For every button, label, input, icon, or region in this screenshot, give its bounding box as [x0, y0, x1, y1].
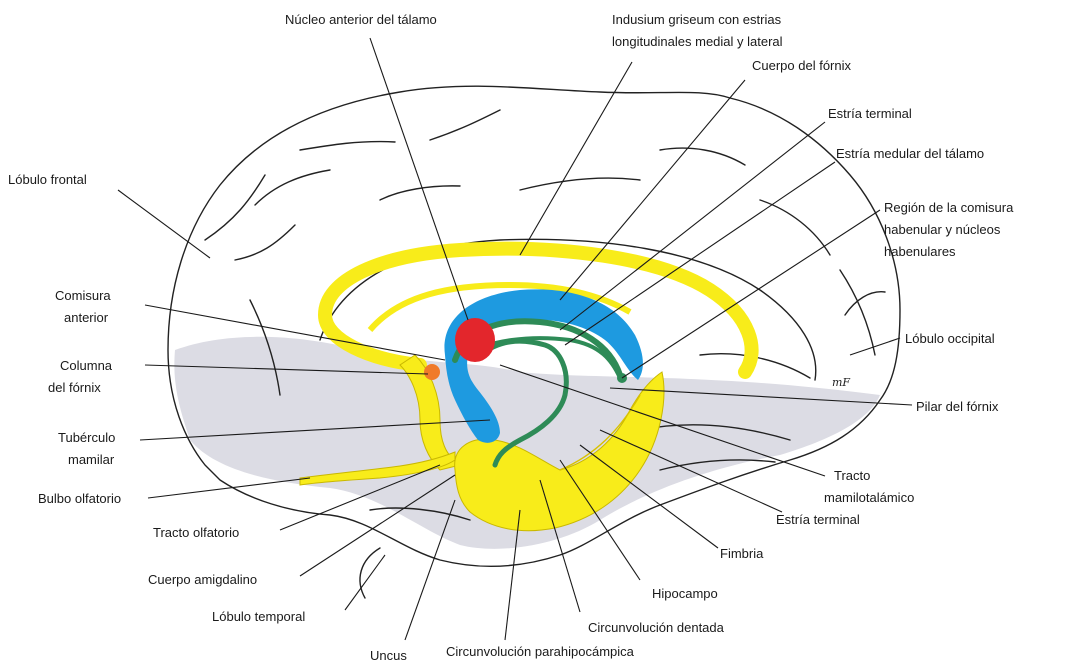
label-estria-terminal-bottom: Estría terminal	[776, 512, 860, 527]
label-bulbo-olfatorio: Bulbo olfatorio	[38, 491, 121, 506]
label-fimbria: Fimbria	[720, 546, 764, 561]
label-circ-parahipocampica: Circunvolución parahipocámpica	[446, 644, 635, 659]
anterior-thalamic-nucleus	[455, 318, 495, 362]
label-region-habenular-line1: Región de la comisura	[884, 200, 1014, 215]
label-region-habenular-line3: habenulares	[884, 244, 956, 259]
label-uncus: Uncus	[370, 648, 407, 663]
label-comisura-line1: Comisura	[55, 288, 111, 303]
label-tracto-mamilo-line2: mamilotalámico	[824, 490, 914, 505]
label-tracto-olfatorio: Tracto olfatorio	[153, 525, 239, 540]
label-circ-dentada: Circunvolución dentada	[588, 620, 725, 635]
artist-signature: mF	[832, 376, 850, 389]
label-estria-medular: Estría medular del tálamo	[836, 146, 984, 161]
label-lobulo-temporal: Lóbulo temporal	[212, 609, 305, 624]
label-indusium-line2: longitudinales medial y lateral	[612, 34, 783, 49]
label-columna-line1: Columna	[60, 358, 113, 373]
label-pilar-fornix: Pilar del fórnix	[916, 399, 999, 414]
label-indusium-line1: Indusium griseum con estrias	[612, 12, 782, 27]
label-estria-terminal-top: Estría terminal	[828, 106, 912, 121]
label-tracto-mamilo-line1: Tracto	[834, 468, 870, 483]
label-tuberculo-line2: mamilar	[68, 452, 115, 467]
label-columna-line2: del fórnix	[48, 380, 101, 395]
label-lobulo-frontal: Lóbulo frontal	[8, 172, 87, 187]
label-lobulo-occipital: Lóbulo occipital	[905, 331, 995, 346]
label-cuerpo-fornix: Cuerpo del fórnix	[752, 58, 851, 73]
label-region-habenular-line2: habenular y núcleos	[884, 222, 1001, 237]
label-comisura-line2: anterior	[64, 310, 109, 325]
label-cuerpo-amigdalino: Cuerpo amigdalino	[148, 572, 257, 587]
label-tuberculo-line1: Tubérculo	[58, 430, 115, 445]
anterior-commissure	[424, 364, 440, 380]
label-nucleo-anterior: Núcleo anterior del tálamo	[285, 12, 437, 27]
label-hipocampo: Hipocampo	[652, 586, 718, 601]
